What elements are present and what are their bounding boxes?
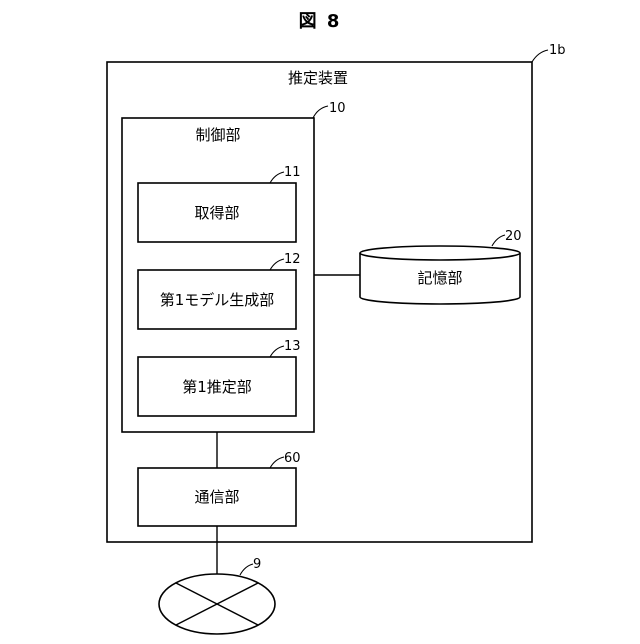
- estimation-ref: 13: [284, 339, 301, 354]
- storage-cylinder-top: [360, 246, 520, 260]
- estimation-unit-label: 第1推定部: [182, 378, 252, 396]
- network-ref: 9: [253, 557, 261, 572]
- acquisition-ref: 11: [284, 165, 301, 180]
- device-ref: 1b: [549, 43, 566, 58]
- acquisition-unit-label: 取得部: [194, 204, 239, 222]
- storage-unit-label: 記憶部: [417, 269, 462, 287]
- communication-unit-label: 通信部: [194, 488, 239, 506]
- model-generation-unit-label: 第1モデル生成部: [160, 291, 275, 309]
- storage-ref: 20: [505, 229, 522, 244]
- device-label: 推定装置: [288, 69, 348, 87]
- communication-ref: 60: [284, 451, 301, 466]
- control-unit-label: 制御部: [195, 126, 240, 144]
- model-generation-ref: 12: [284, 252, 301, 267]
- network-ref-leader: [240, 564, 253, 575]
- control-ref: 10: [329, 101, 346, 116]
- network-symbol: [159, 574, 275, 634]
- figure-title: 図 8: [299, 11, 342, 32]
- device-ref-leader: [532, 50, 548, 62]
